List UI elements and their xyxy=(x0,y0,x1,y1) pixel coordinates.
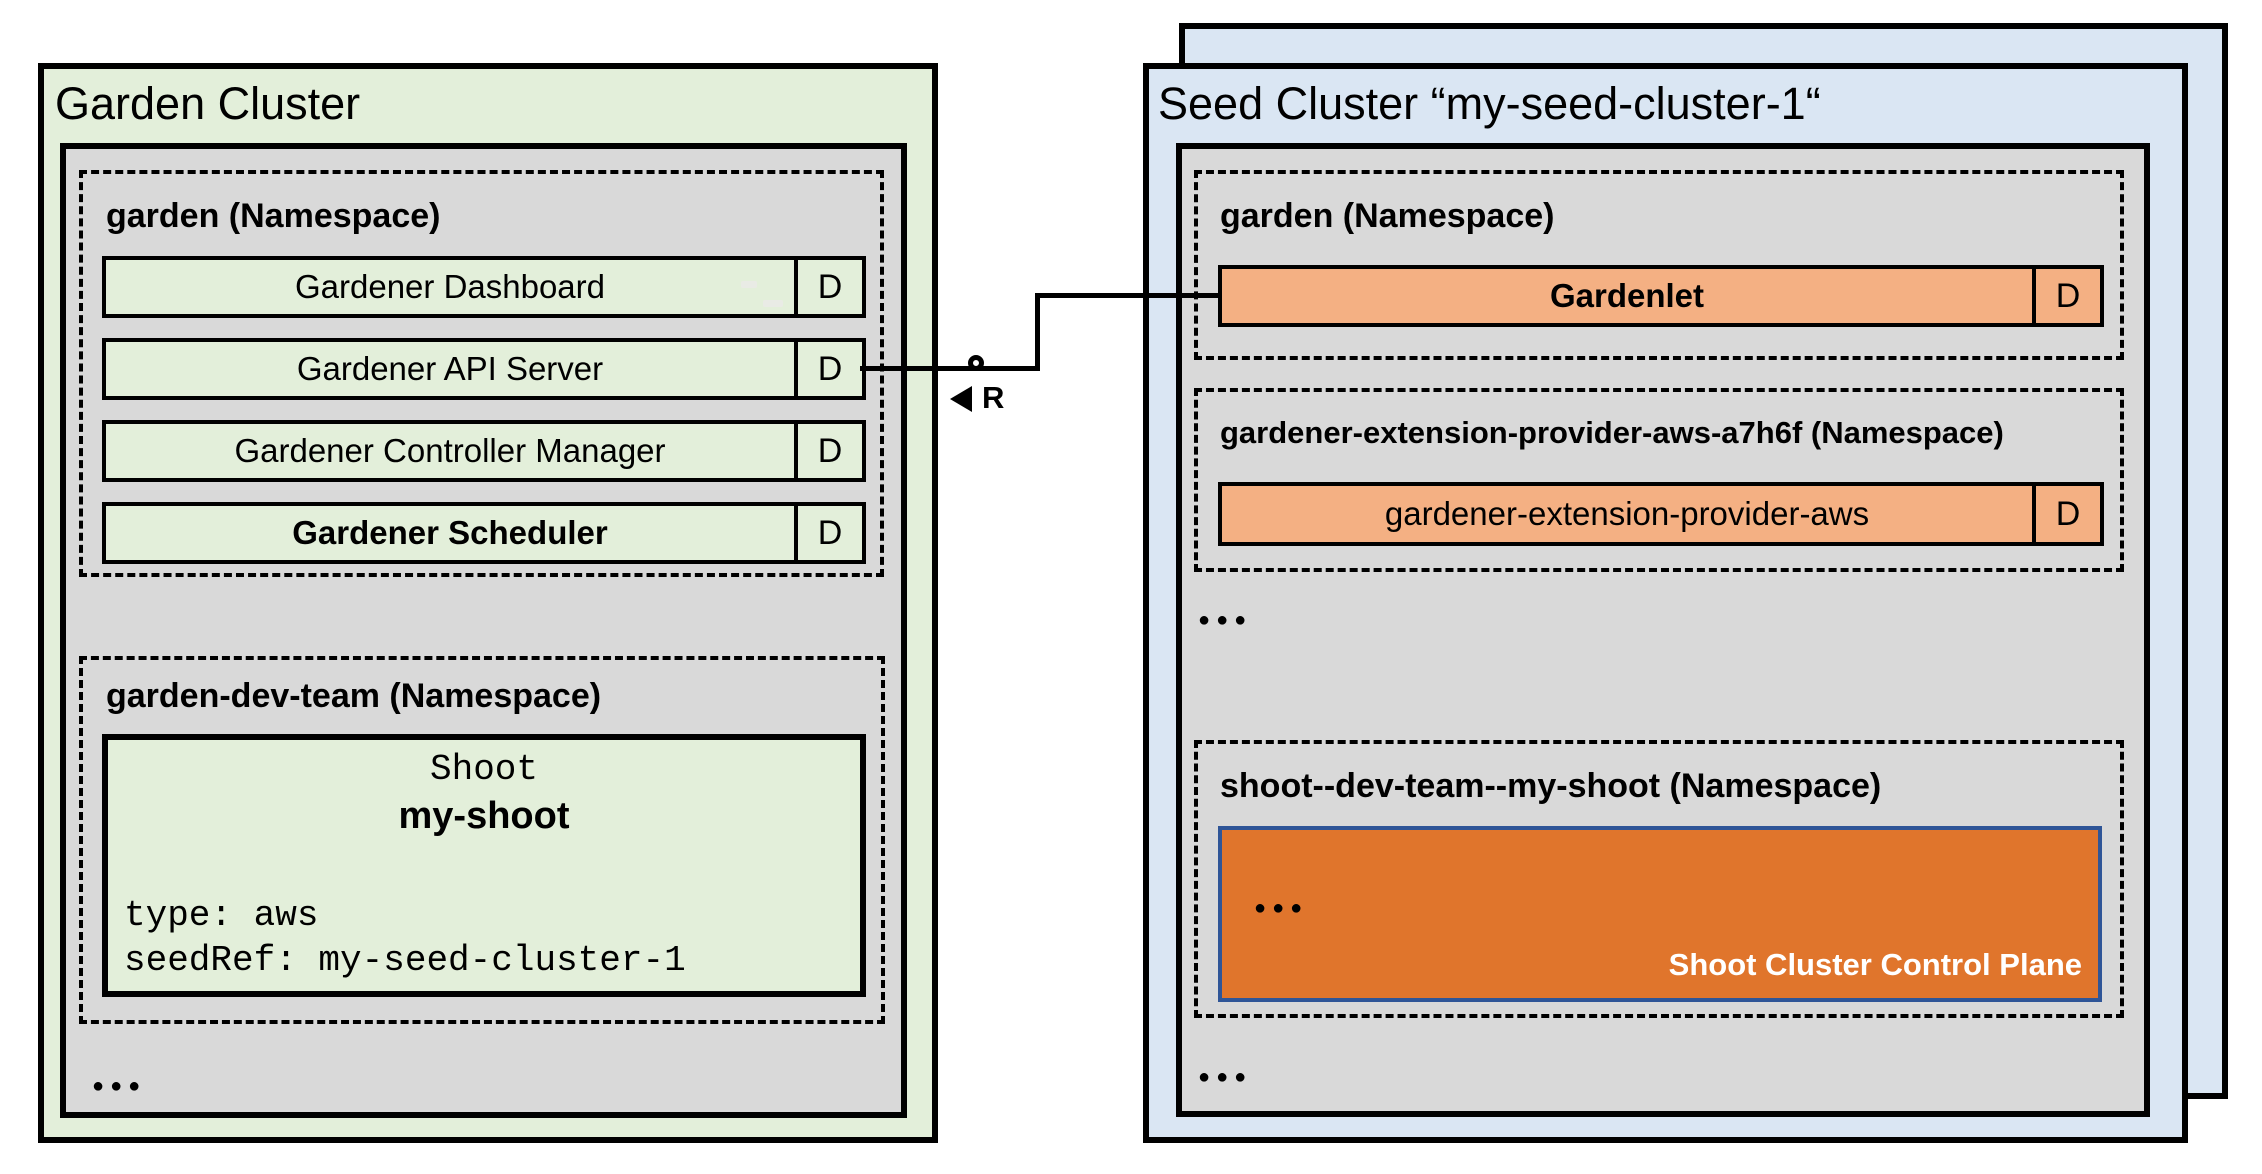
deployment-badge: D xyxy=(2032,269,2100,323)
deployment-badge: D xyxy=(794,342,862,396)
ellipsis: ●●● xyxy=(1198,609,1253,631)
extension-namespace-label: gardener-extension-provider-aws-a7h6f (N… xyxy=(1220,415,2004,450)
ellipsis: ●●● xyxy=(92,1075,147,1097)
connector-line-vertical xyxy=(1035,293,1040,371)
shoot-control-plane-box xyxy=(1218,826,2102,1002)
deployment-badge: D xyxy=(794,260,862,314)
deployment-badge: D xyxy=(794,506,862,560)
component-label: Gardener Controller Manager xyxy=(234,432,666,469)
garden-namespace-label: garden (Namespace) xyxy=(106,197,441,235)
shoot-namespace-box xyxy=(1194,740,2124,1018)
garden-namespace-box xyxy=(79,170,884,577)
ellipsis: ●●● xyxy=(1198,1066,1253,1088)
shoot-namespace-label: shoot--dev-team--my-shoot (Namespace) xyxy=(1220,767,1882,805)
ghost-artifact xyxy=(763,300,783,307)
component-gardener-dashboard: Gardener Dashboard D xyxy=(102,256,866,318)
deployment-badge: D xyxy=(2032,486,2100,542)
seed-cluster-title: Seed Cluster “my-seed-cluster-1“ xyxy=(1158,78,1821,129)
shoot-resource-box xyxy=(102,734,866,997)
component-label: Gardenlet xyxy=(1549,277,1705,314)
ghost-artifact xyxy=(741,281,757,288)
shoot-spec-seedref: seedRef: my-seed-cluster-1 xyxy=(124,940,686,981)
shoot-name: my-shoot xyxy=(398,795,570,837)
garden-dev-team-namespace-label: garden-dev-team (Namespace) xyxy=(106,677,602,715)
seed-garden-namespace-box xyxy=(1194,170,2124,360)
component-label: Gardener Dashboard xyxy=(294,268,606,305)
garden-cluster-title: Garden Cluster xyxy=(55,78,361,129)
shoot-spec-type: type: aws xyxy=(124,895,319,936)
component-gardener-scheduler: Gardener Scheduler D xyxy=(102,502,866,564)
interface-lollipop-icon xyxy=(968,355,984,371)
component-gardener-controller-manager: Gardener Controller Manager D xyxy=(102,420,866,482)
component-gardener-extension-provider-aws: gardener-extension-provider-aws D xyxy=(1218,482,2104,546)
seed-garden-namespace-label: garden (Namespace) xyxy=(1220,197,1555,235)
component-gardener-api-server: Gardener API Server D xyxy=(102,338,866,400)
extension-namespace-box xyxy=(1194,388,2124,572)
connector-line-horizontal-lower xyxy=(860,366,1040,371)
component-gardenlet: Gardenlet D xyxy=(1218,265,2104,327)
connector-line-horizontal-upper xyxy=(1038,293,1218,298)
garden-dev-team-namespace-box xyxy=(79,656,885,1024)
component-label: Gardener API Server xyxy=(296,350,604,387)
connector-r-label: R xyxy=(982,380,1005,415)
shoot-kind: Shoot xyxy=(429,749,539,790)
ellipsis: ●●● xyxy=(1254,897,1309,919)
shoot-control-plane-label: Shoot Cluster Control Plane xyxy=(1668,947,2082,982)
component-label: Gardener Scheduler xyxy=(292,514,608,551)
deployment-badge: D xyxy=(794,424,862,478)
left-arrow-icon xyxy=(950,386,972,412)
component-label: gardener-extension-provider-aws xyxy=(1384,495,1870,532)
